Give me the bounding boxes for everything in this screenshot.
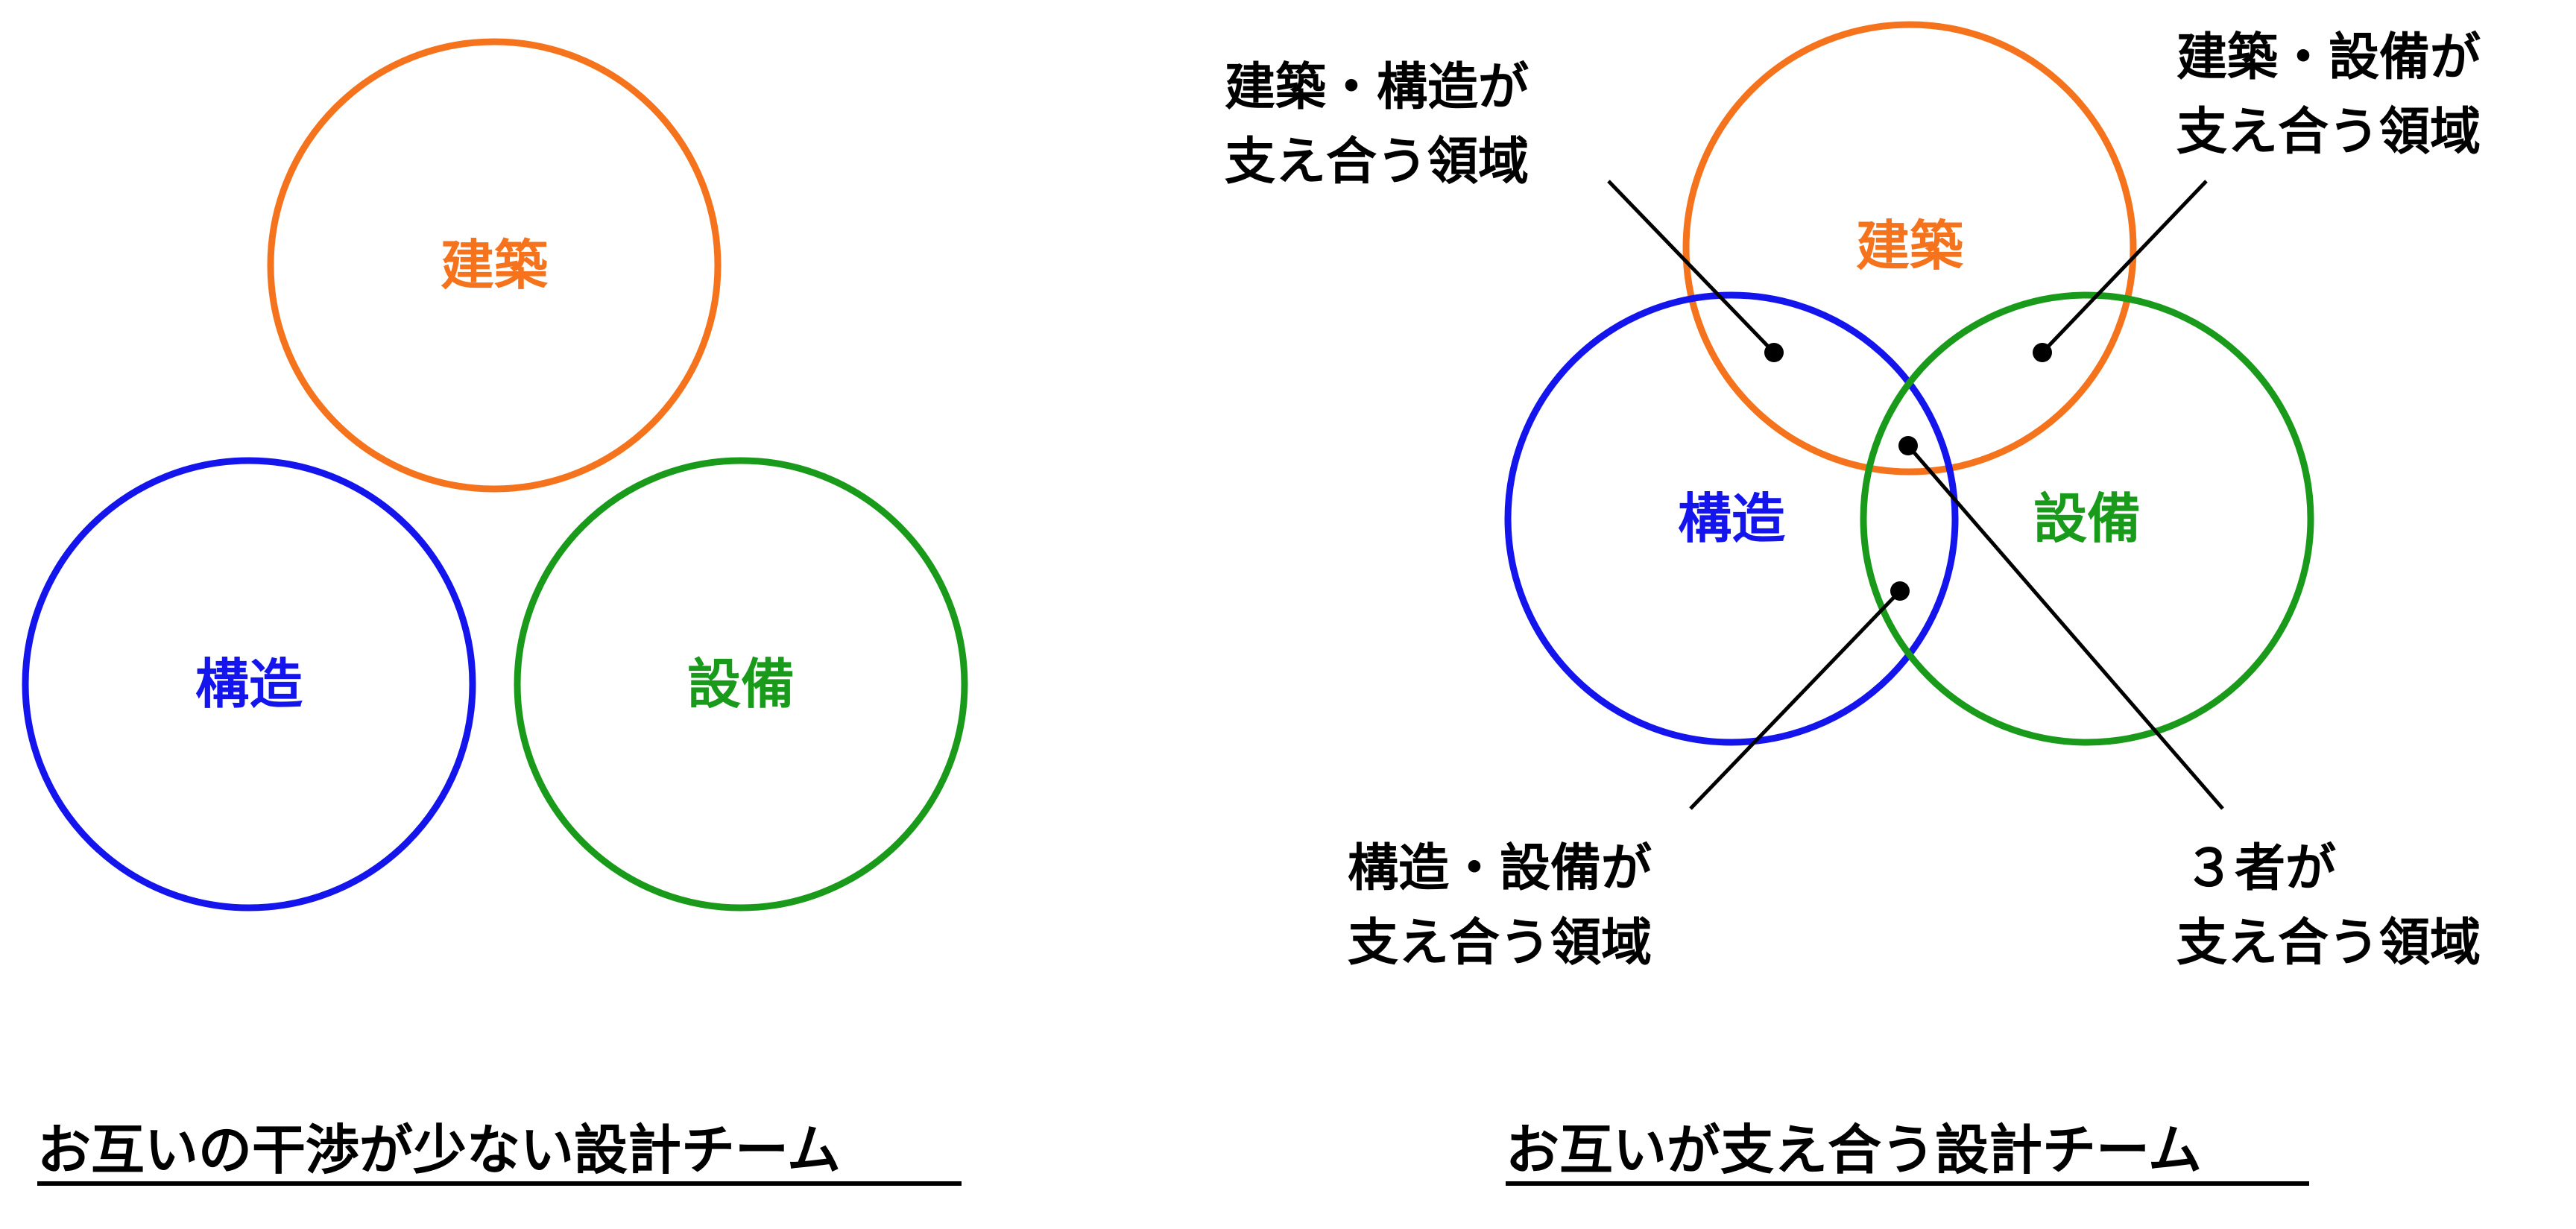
left-structure-circle bbox=[22, 457, 476, 912]
left-diagram: 建築 構造 設備 お互いの干渉が少ない設計チーム bbox=[22, 38, 968, 1186]
callout-all-three: ３者が 支え合う領域 bbox=[2176, 839, 2481, 973]
leader-arch-equip bbox=[2041, 180, 2208, 354]
callout-arch-struct-line1: 建築・構造が bbox=[1225, 58, 1529, 117]
right-architecture-label: 建築 bbox=[1856, 215, 1964, 277]
right-caption: お互いが支え合う設計チーム bbox=[1506, 1119, 2202, 1181]
dot-struct-equip bbox=[1890, 581, 1910, 601]
callout-arch-struct: 建築・構造が 支え合う領域 bbox=[1225, 58, 1529, 192]
right-equipment-label: 設備 bbox=[2033, 487, 2141, 550]
right-architecture-circle bbox=[1682, 21, 2137, 476]
dot-all-three bbox=[1898, 436, 1918, 455]
right-structure-label: 構造 bbox=[1678, 487, 1785, 550]
left-architecture-circle bbox=[267, 38, 722, 493]
left-structure-label: 構造 bbox=[195, 653, 303, 715]
left-architecture-label: 建築 bbox=[441, 234, 549, 297]
right-structure-circle bbox=[1504, 291, 1959, 746]
callout-arch-equip: 建築・設備が 支え合う領域 bbox=[2176, 28, 2481, 162]
callout-struct-equip: 構造・設備が 支え合う領域 bbox=[1348, 839, 1652, 973]
callout-all-three-line2: 支え合う領域 bbox=[2176, 914, 2481, 973]
right-equipment-circle bbox=[1860, 291, 2314, 746]
left-equipment-label: 設備 bbox=[687, 653, 795, 715]
leader-struct-equip bbox=[1689, 590, 1901, 810]
leader-all-three bbox=[1907, 444, 2224, 810]
dot-arch-struct bbox=[1764, 343, 1784, 362]
left-caption: お互いの干渉が少ない設計チーム bbox=[37, 1119, 841, 1181]
callout-arch-struct-line2: 支え合う領域 bbox=[1225, 133, 1529, 192]
left-equipment-circle bbox=[514, 457, 968, 912]
callout-arch-equip-line2: 支え合う領域 bbox=[2176, 103, 2481, 162]
callout-struct-equip-line2: 支え合う領域 bbox=[1348, 914, 1652, 973]
leader-arch-struct bbox=[1607, 180, 1775, 354]
callout-arch-equip-line1: 建築・設備が bbox=[2176, 28, 2481, 87]
right-diagram: 建築 構造 設備 建築・構造が 支え合う領域 建築・設備が 支え合う領域 構造・… bbox=[1225, 21, 2481, 1186]
callout-all-three-line1: ３者が bbox=[2184, 839, 2336, 898]
callout-struct-equip-line1: 構造・設備が bbox=[1348, 839, 1652, 898]
dot-arch-equip bbox=[2033, 343, 2052, 362]
